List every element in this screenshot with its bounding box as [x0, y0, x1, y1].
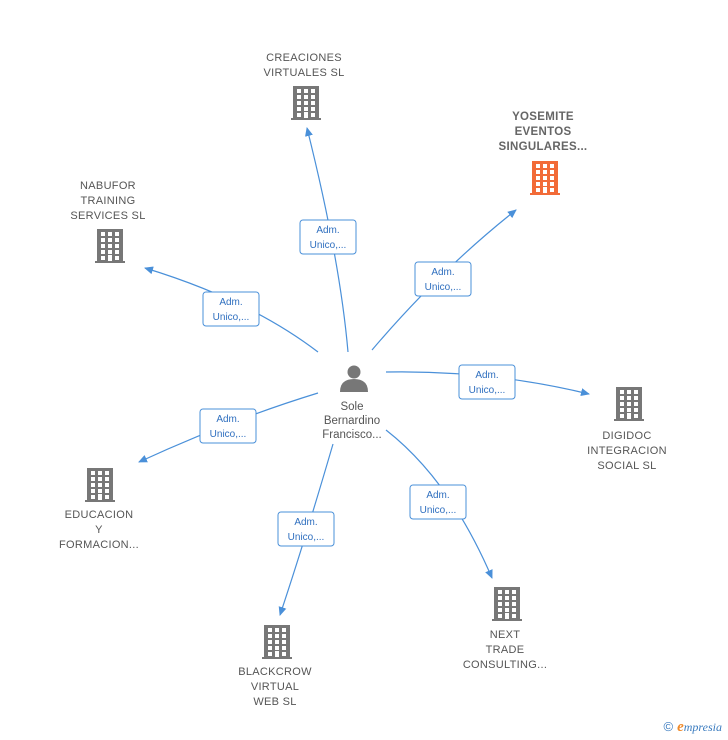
company-label-line: SOCIAL SL — [597, 460, 656, 472]
edge-label-text: Adm. — [219, 297, 242, 308]
brand-logo-text: mpresia — [683, 720, 722, 734]
edge-label-text: Unico,... — [213, 312, 250, 323]
company-label-line: EVENTOS — [515, 126, 572, 138]
company-label-line: FORMACION... — [59, 539, 139, 551]
edge-label-creaciones[interactable]: Adm. Unico,... — [299, 219, 357, 255]
company-label-line: Y — [95, 524, 103, 536]
company-label-nexttrade[interactable]: NEXT TRADE CONSULTING... — [463, 629, 547, 671]
building-icon[interactable] — [291, 86, 321, 120]
copyright-symbol: © — [663, 719, 674, 734]
company-label-yosemite[interactable]: YOSEMITE EVENTOS SINGULARES... — [499, 111, 588, 153]
building-icon[interactable] — [492, 587, 522, 621]
edge-label-text: Adm. — [426, 490, 449, 501]
company-label-line: NEXT — [490, 629, 521, 641]
center-label-line: Bernardino — [324, 415, 380, 427]
edge-label-text: Adm. — [475, 370, 498, 381]
edge-label-text: Unico,... — [288, 532, 325, 543]
company-label-line: CONSULTING... — [463, 659, 547, 671]
edge-label-text: Unico,... — [310, 240, 347, 251]
edge-label-text: Unico,... — [420, 505, 457, 516]
edge-label-text: Unico,... — [210, 429, 247, 440]
edge-label-educacion[interactable]: Adm. Unico,... — [199, 408, 257, 444]
building-icon[interactable] — [95, 229, 125, 263]
edge-label-text: Adm. — [431, 267, 454, 278]
company-label-line: YOSEMITE — [512, 111, 574, 123]
center-label-line: Sole — [340, 401, 363, 413]
edge-label-nexttrade[interactable]: Adm. Unico,... — [409, 484, 467, 520]
company-label-line: WEB SL — [253, 696, 296, 708]
company-label-line: SINGULARES... — [499, 141, 588, 153]
edge-label-digidoc[interactable]: Adm. Unico,... — [458, 364, 516, 400]
company-label-line: VIRTUALES SL — [263, 67, 344, 79]
company-label-line: INTEGRACION — [587, 445, 667, 457]
company-label-nabufor[interactable]: NABUFOR TRAINING SERVICES SL — [70, 180, 145, 222]
company-label-digidoc[interactable]: DIGIDOC INTEGRACION SOCIAL SL — [587, 430, 667, 472]
company-label-line: VIRTUAL — [251, 681, 299, 693]
building-icon[interactable] — [530, 161, 560, 195]
building-icon[interactable] — [262, 625, 292, 659]
company-label-line: CREACIONES — [266, 52, 342, 64]
person-icon[interactable] — [340, 365, 368, 393]
edge-label-text: Unico,... — [469, 385, 506, 396]
company-label-blackcrow[interactable]: BLACKCROW VIRTUAL WEB SL — [238, 666, 312, 708]
company-label-line: TRAINING — [81, 195, 136, 207]
edge-label-text: Unico,... — [425, 282, 462, 293]
company-label-line: EDUCACION — [65, 509, 134, 521]
center-label-line: Francisco... — [322, 429, 381, 441]
footer-brand: ©empresia — [664, 719, 723, 736]
company-label-line: NABUFOR — [80, 180, 136, 192]
edge-label-text: Adm. — [216, 414, 239, 425]
edge-label-blackcrow[interactable]: Adm. Unico,... — [277, 511, 335, 547]
edge-label-yosemite[interactable]: Adm. Unico,... — [414, 261, 472, 297]
building-icon[interactable] — [85, 468, 115, 502]
brand-logo-initial: e — [677, 719, 684, 735]
company-label-line: BLACKCROW — [238, 666, 312, 678]
edge-label-nabufor[interactable]: Adm. Unico,... — [202, 291, 260, 327]
company-label-educacion[interactable]: EDUCACION Y FORMACION... — [59, 509, 139, 551]
company-label-creaciones[interactable]: CREACIONES VIRTUALES SL — [263, 52, 344, 79]
edge-label-text: Adm. — [294, 517, 317, 528]
company-label-line: SERVICES SL — [70, 210, 145, 222]
company-label-line: DIGIDOC — [602, 430, 651, 442]
company-label-line: TRADE — [486, 644, 525, 656]
building-icon[interactable] — [614, 387, 644, 421]
edge-label-text: Adm. — [316, 225, 339, 236]
